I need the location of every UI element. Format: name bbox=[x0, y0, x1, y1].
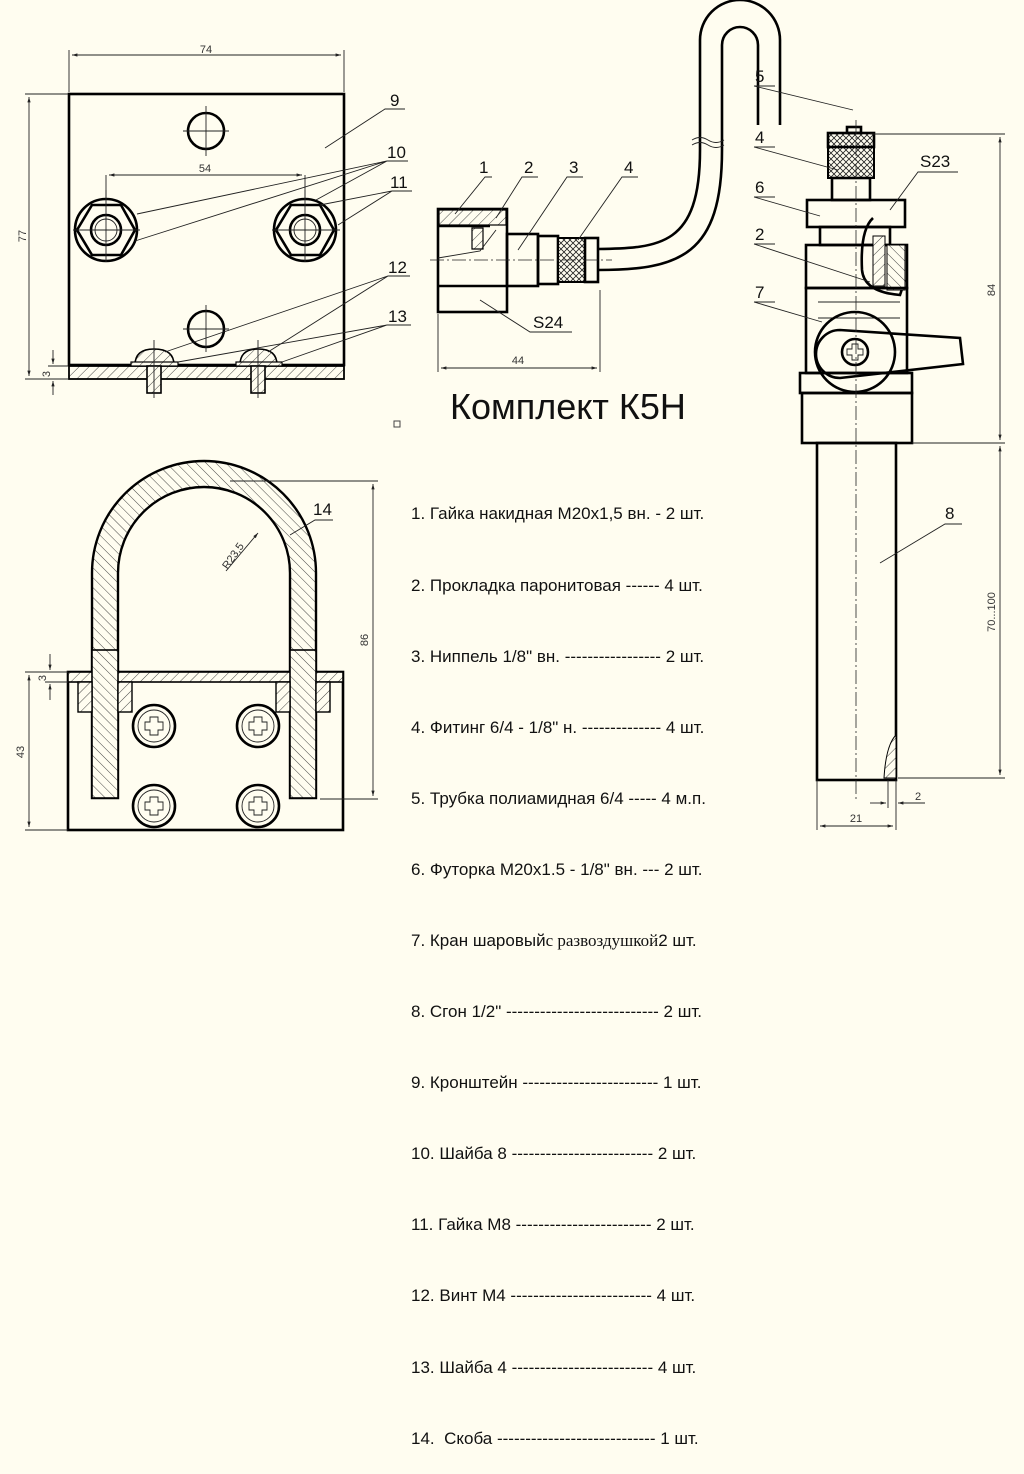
dim-wrench-s23: S23 bbox=[920, 152, 950, 171]
dim-clamp-height: 86 bbox=[359, 634, 371, 646]
screw-head-icon bbox=[846, 343, 864, 361]
dim-plate-thickness: 3 bbox=[37, 675, 49, 681]
dim-flange-thickness: 3 bbox=[41, 371, 53, 377]
fitting-view: 44 S24 1 2 3 4 bbox=[430, 0, 782, 372]
spec-item: 10. Шайба 8 ------------------------- 2 … bbox=[411, 1144, 697, 1164]
valve-view: 84 70...100 21 2 S23 5 4 6 2 7 8 bbox=[691, 67, 1005, 830]
spec-item: 2. Прокладка паронитовая ------ 4 шт. bbox=[411, 575, 703, 595]
spec-item-qty: 2 шт. bbox=[658, 930, 697, 950]
pipe-nipple bbox=[815, 441, 898, 782]
spec-item: 8. Сгон 1/2" ---------------------------… bbox=[411, 1002, 702, 1022]
spec-item: 9. Кронштейн ------------------------ 1 … bbox=[411, 1073, 702, 1093]
screw-left bbox=[130, 340, 179, 398]
bracket-view: 74 54 77 3 9 10 11 12 13 bbox=[17, 44, 412, 398]
nut-right bbox=[272, 190, 340, 263]
spec-item: 1. Гайка накидная М20х1,5 вн. - 2 шт. bbox=[411, 504, 705, 524]
spec-item: 5. Трубка полиамидная 6/4 ----- 4 м.п. bbox=[411, 788, 706, 808]
spec-item: 14. Скоба ---------------------------- 1… bbox=[411, 1428, 699, 1448]
kit-title: Комплект К5Н bbox=[450, 386, 686, 427]
nut-left bbox=[73, 190, 140, 263]
spec-item: 3. Ниппель 1/8" вн. ----------------- 2 … bbox=[411, 646, 705, 666]
dim-pipe-diameter: 21 bbox=[850, 813, 862, 825]
specification-list: 1. Гайка накидная М20х1,5 вн. - 2 шт. 2.… bbox=[411, 455, 706, 1474]
label-11: 11 bbox=[390, 173, 408, 192]
label-3: 3 bbox=[569, 158, 578, 177]
label-7: 7 bbox=[755, 283, 764, 302]
dim-radius: R23,5 bbox=[220, 541, 247, 572]
spec-item: 4. Фитинг 6/4 - 1/8" н. -------------- 4… bbox=[411, 717, 705, 737]
dim-bolt-spacing: 54 bbox=[199, 163, 211, 175]
spec-item-serif: с развоздушкой bbox=[545, 930, 659, 950]
label-13: 13 bbox=[388, 307, 407, 326]
spec-item: 11. Гайка М8 ------------------------ 2 … bbox=[411, 1215, 695, 1235]
label-2-valve: 2 bbox=[755, 225, 764, 244]
label-2: 2 bbox=[524, 158, 533, 177]
valve-ball bbox=[813, 310, 897, 394]
u-bolt-section bbox=[90, 459, 318, 800]
dim-valve-height: 84 bbox=[986, 284, 998, 296]
dim-wrench-s24: S24 bbox=[533, 313, 563, 332]
spec-item: 12. Винт М4 ------------------------- 4 … bbox=[411, 1286, 696, 1306]
screw-heads bbox=[131, 703, 281, 829]
screw-right bbox=[235, 340, 283, 398]
label-8: 8 bbox=[945, 504, 954, 523]
label-9: 9 bbox=[390, 91, 399, 110]
bracket-flange-section bbox=[68, 365, 345, 380]
dim-bracket-height-43: 43 bbox=[15, 746, 27, 758]
label-14: 14 bbox=[313, 500, 332, 519]
technical-drawing: 74 54 77 3 9 10 11 12 13 bbox=[15, 0, 1005, 832]
valve-handle[interactable] bbox=[814, 328, 965, 380]
label-6: 6 bbox=[755, 178, 764, 197]
clamp-view: 86 R23,5 43 3 14 bbox=[15, 459, 378, 832]
dim-fitting-length: 44 bbox=[512, 355, 524, 367]
label-12: 12 bbox=[388, 258, 407, 277]
label-1: 1 bbox=[479, 158, 488, 177]
dim-pipe-length: 70...100 bbox=[986, 592, 998, 632]
stray-marker bbox=[393, 420, 401, 428]
label-10: 10 bbox=[387, 143, 406, 162]
label-4: 4 bbox=[624, 158, 633, 177]
label-4-valve: 4 bbox=[755, 128, 764, 147]
spec-item: 7. Кран шаровыйс развоздушкой2 шт. bbox=[411, 929, 706, 953]
label-5: 5 bbox=[755, 67, 764, 86]
spec-item-main: 7. Кран шаровый bbox=[411, 930, 546, 950]
spec-item: 6. Футорка М20х1.5 - 1/8" вн. --- 2 шт. bbox=[411, 859, 703, 879]
dim-wall: 2 bbox=[915, 791, 921, 803]
dim-bracket-height: 77 bbox=[17, 230, 29, 242]
bracket-plate bbox=[67, 92, 346, 367]
fitting-knurl-valve bbox=[827, 132, 875, 179]
dim-bracket-width: 74 bbox=[200, 44, 212, 56]
spec-item: 13. Шайба 4 ------------------------- 4 … bbox=[411, 1357, 697, 1377]
